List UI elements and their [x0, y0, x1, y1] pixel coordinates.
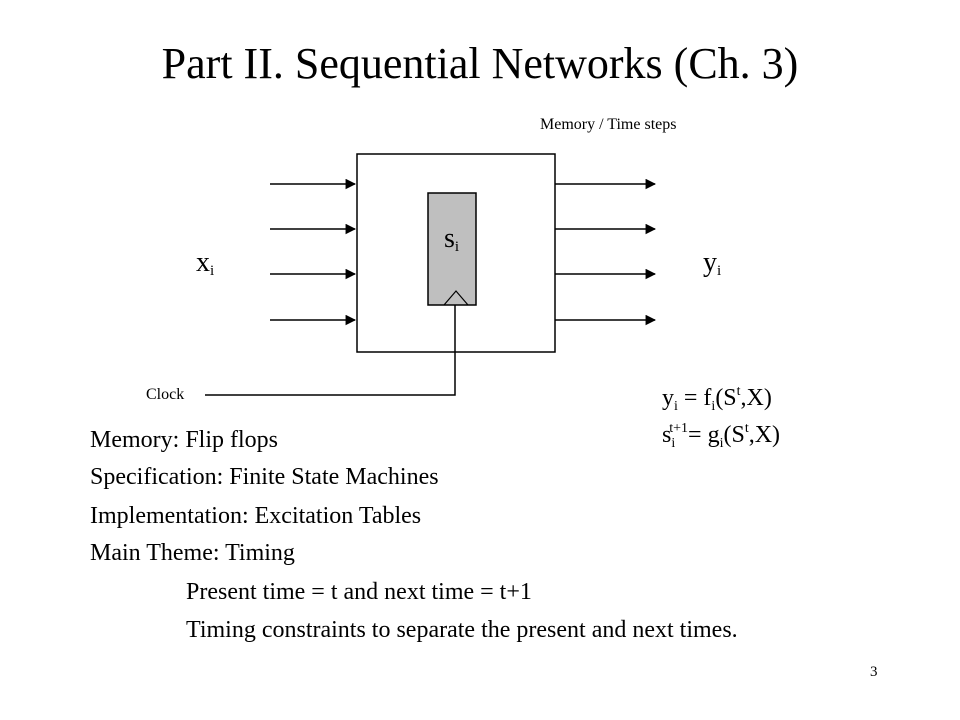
clock-wire [205, 305, 456, 396]
output-label: yi [703, 247, 722, 279]
clock-triangle [443, 290, 469, 306]
state-register [427, 192, 477, 306]
bullet-timing-constraints: Timing constraints to separate the prese… [186, 617, 738, 643]
page-number: 3 [870, 664, 878, 680]
bullet-implementation: Implementation: Excitation Tables [90, 503, 422, 529]
state-label: si [444, 223, 460, 255]
output-equation: yi = fi(St,X) [662, 384, 772, 414]
bullet-present-next-time: Present time = t and next time = t+1 [186, 579, 532, 605]
bullet-specification: Specification: Finite State Machines [90, 464, 439, 490]
bullet-main-theme: Main Theme: Timing [90, 540, 295, 566]
bullet-memory: Memory: Flip flops [90, 427, 279, 453]
input-label: xi [196, 247, 215, 279]
clock-label: Clock [146, 386, 185, 403]
next-state-equation: sit+1= gi(St,X) [662, 421, 781, 451]
slide-title: Part II. Sequential Networks (Ch. 3) [161, 39, 799, 88]
network-block [356, 153, 556, 353]
memory-time-steps-label: Memory / Time steps [540, 116, 677, 133]
